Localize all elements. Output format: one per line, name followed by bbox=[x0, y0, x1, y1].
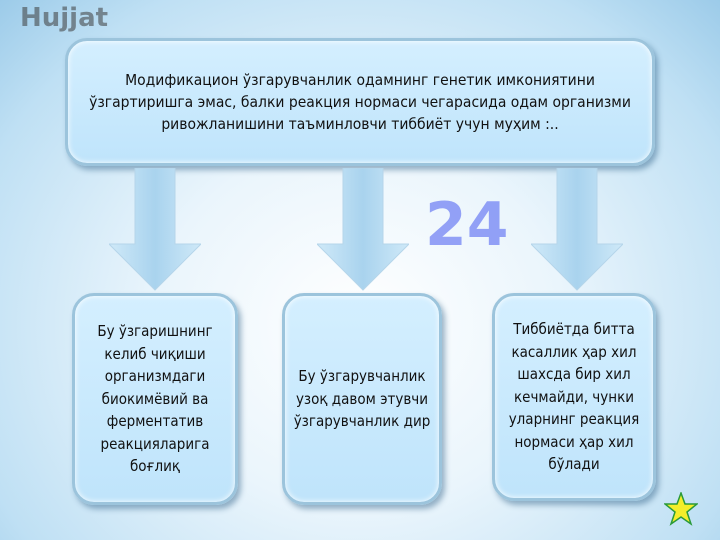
star-icon[interactable] bbox=[664, 492, 698, 526]
duration-box: Бу ўзгарувчанлик узоқ давом этувчи ўзгар… bbox=[282, 293, 442, 505]
main-statement-box: Модификацион ўзгарувчанлик одамнинг гене… bbox=[65, 38, 655, 166]
down-arrow-icon bbox=[531, 168, 623, 291]
down-arrow-icon bbox=[317, 168, 409, 291]
medicine-text: Тиббиётда битта касаллик ҳар хил шахсда … bbox=[508, 320, 640, 474]
watermark-number: 24 bbox=[425, 190, 509, 260]
down-arrow-icon bbox=[109, 168, 201, 291]
watermark-word: Hujjat bbox=[20, 3, 109, 33]
main-statement-text: Модификацион ўзгарувчанлик одамнинг гене… bbox=[89, 71, 631, 133]
medicine-box: Тиббиётда битта касаллик ҳар хил шахсда … bbox=[492, 293, 656, 501]
duration-text: Бу ўзгарувчанлик узоқ давом этувчи ўзгар… bbox=[293, 367, 431, 431]
cause-box: Бу ўзгаришнинг келиб чиқиши организмдаги… bbox=[72, 293, 238, 505]
cause-text: Бу ўзгаришнинг келиб чиқиши организмдаги… bbox=[97, 322, 213, 476]
